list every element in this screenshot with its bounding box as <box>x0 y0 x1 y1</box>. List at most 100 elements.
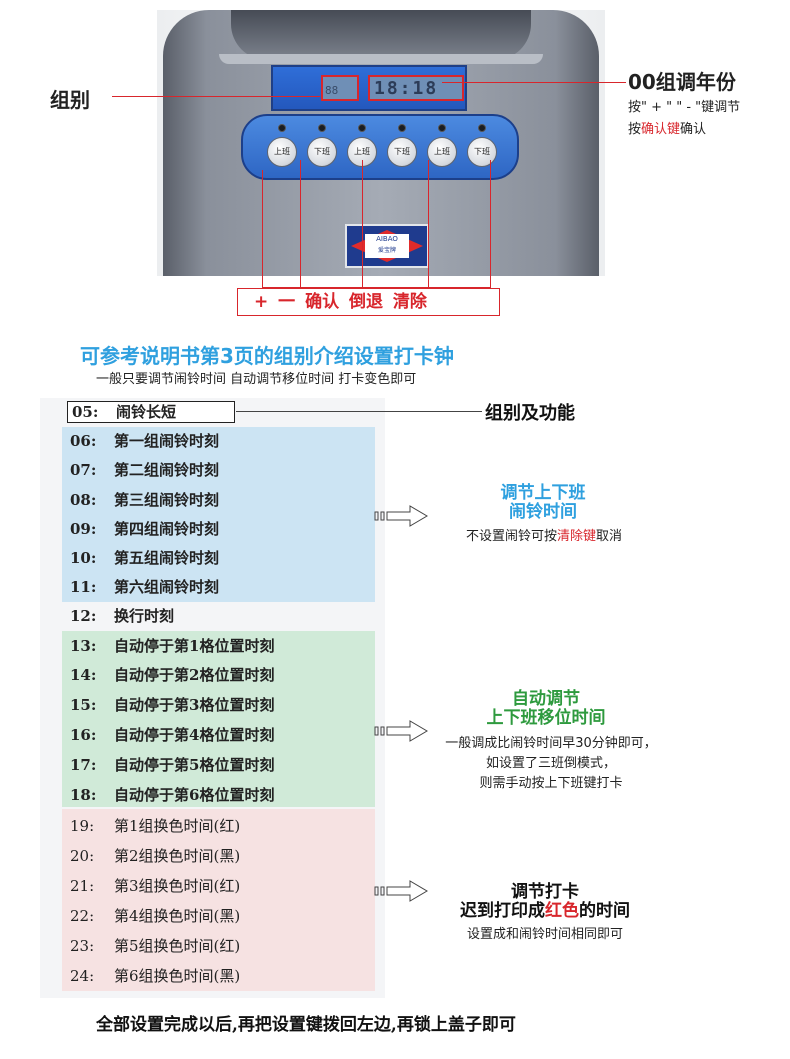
row-number: 08: <box>70 491 97 509</box>
table-row: 17:自动停于第5格位置时刻 <box>70 751 274 779</box>
row-text: 第6组换色时间(黑) <box>114 967 241 985</box>
color-note-title-line: 迟到打印成 <box>460 901 545 921</box>
row-text: 换行时刻 <box>114 607 175 625</box>
group-label: 组别 <box>50 88 90 112</box>
operation-pointer-line <box>262 170 263 288</box>
table-row: 23:第5组换色时间(红) <box>70 932 240 960</box>
row-number: 15: <box>70 696 97 714</box>
keypad: 上班 下班 上班 下班 上班 下班 <box>241 114 519 180</box>
table-row: 22:第4组换色时间(黑) <box>70 902 240 930</box>
key-clock-out-2[interactable]: 下班 <box>387 137 417 167</box>
lcd-panel: 88 18:18 <box>271 65 467 111</box>
key-clock-out-1[interactable]: 下班 <box>307 137 337 167</box>
led-indicator <box>438 124 446 132</box>
row-number: 18: <box>70 786 97 804</box>
alarm-note-title: 调节上下班 闹铃时间 <box>460 484 626 522</box>
table-row-header: 05: 闹铃长短 <box>67 401 235 423</box>
color-group-band <box>62 809 375 991</box>
row-text: 第3组换色时间(红) <box>114 877 241 895</box>
logo-latin: AIBAO <box>376 235 398 243</box>
row-text: 自动停于第2格位置时刻 <box>114 666 275 684</box>
shift-note-line: 一般调成比闹铃时间早30分钟即可， <box>445 736 657 751</box>
key-clock-in-1[interactable]: 上班 <box>267 137 297 167</box>
row-text: 闹铃长短 <box>116 403 177 421</box>
shift-note-title-line: 自动调节 <box>512 689 580 709</box>
row-number: 14: <box>70 666 97 684</box>
page-subline: 一般只要调节闹铃时间 自动调节移位时间 打卡变色即可 <box>96 372 417 387</box>
row-text: 第1组换色时间(红) <box>114 817 241 835</box>
color-note-body: 设置成和闹铃时间相同即可 <box>466 927 623 942</box>
led-indicator <box>278 124 286 132</box>
row-number: 21: <box>70 877 95 895</box>
row-text: 自动停于第1格位置时刻 <box>114 637 275 655</box>
footer-instruction: 全部设置完成以后,再把设置键拨回左边,再锁上盖子即可 <box>96 1015 516 1035</box>
row-text: 第4组换色时间(黑) <box>114 907 241 925</box>
key-group-5: 上班 <box>427 124 457 167</box>
year-pointer-line <box>442 82 626 83</box>
table-row: 19: 第1组换色时间(红) <box>70 812 240 840</box>
key-group-6: 下班 <box>467 124 497 167</box>
table-row: 21: 第3组换色时间(红) <box>70 872 240 900</box>
year-note-text: 按 <box>628 122 642 137</box>
row-text: 第四组闹铃时刻 <box>114 520 220 538</box>
row-text: 第二组闹铃时刻 <box>114 461 220 479</box>
table-row: 14: 自动停于第2格位置时刻 <box>70 661 274 689</box>
shift-note-body: 一般调成比闹铃时间早30分钟即可， 如设置了三班倒模式， 则需手动按上下班键打卡 <box>420 734 682 794</box>
shift-note-line: 如设置了三班倒模式， <box>485 756 616 771</box>
shift-note-line: 则需手动按上下班键打卡 <box>479 776 623 791</box>
key-clock-in-3[interactable]: 上班 <box>427 137 457 167</box>
row-number: 05: <box>72 403 99 421</box>
color-note-title-line: 的时间 <box>579 901 630 921</box>
color-note-title: 调节打卡 迟到打印成红色的时间 <box>420 883 670 921</box>
table-row: 18:自动停于第6格位置时刻 <box>70 781 274 809</box>
operation-pointer-line <box>300 160 301 288</box>
row-text: 第三组闹铃时刻 <box>114 491 220 509</box>
key-clock-out-3[interactable]: 下班 <box>467 137 497 167</box>
row-text: 第5组换色时间(红) <box>114 937 241 955</box>
table-row: 15:自动停于第3格位置时刻 <box>70 691 274 719</box>
row-text: 第六组闹铃时刻 <box>114 578 220 596</box>
function-label: 组别及功能 <box>485 403 575 424</box>
row-number: 09: <box>70 520 97 538</box>
key-group-1: 上班 <box>267 124 297 167</box>
alarm-note-text: 不设置闹铃可按 <box>465 529 557 544</box>
led-indicator <box>398 124 406 132</box>
color-note-title-line: 调节打卡 <box>511 882 579 902</box>
device-photo: 88 18:18 上班 下班 上班 下班 上班 <box>157 10 605 276</box>
group-pointer-line <box>112 96 320 97</box>
operation-pointer-line <box>428 160 429 288</box>
operation-pointer-bar <box>262 287 490 288</box>
row-text: 第2组换色时间(黑) <box>114 847 241 865</box>
row-number: 19: <box>70 817 95 835</box>
function-pointer-line <box>236 411 482 412</box>
row-text: 第五组闹铃时刻 <box>114 549 220 567</box>
card-slot-lip <box>219 54 543 64</box>
table-row: 10:第五组闹铃时刻 <box>70 544 219 572</box>
alarm-group-band <box>62 427 375 602</box>
year-note-red: 确认键 <box>641 122 681 137</box>
logo-text: AIBAO 爱宝牌 <box>365 234 409 258</box>
year-note-text: 确认 <box>680 122 707 137</box>
operation-pointer-line <box>362 160 363 288</box>
table-row: 11:第六组闹铃时刻 <box>70 573 219 601</box>
page-headline: 可参考说明书第3页的组别介绍设置打卡钟 <box>80 344 454 368</box>
shift-note-title-line: 上下班移位时间 <box>486 708 606 728</box>
table-row: 08: 第三组闹铃时刻 <box>70 486 219 514</box>
row-number: 13: <box>70 637 97 655</box>
table-row: 07:第二组闹铃时刻 <box>70 456 219 484</box>
arrow-right-icon <box>374 505 428 527</box>
led-indicator <box>478 124 486 132</box>
row-text: 自动停于第4格位置时刻 <box>114 726 275 744</box>
row-number: 24: <box>70 967 95 985</box>
table-row: 06:第一组闹铃时刻 <box>70 427 219 455</box>
row-number: 17: <box>70 756 97 774</box>
operation-keys-label: + 一 确认 倒退 清除 <box>237 288 500 316</box>
year-note-adjust: 按" + " " - "键调节 <box>628 100 741 115</box>
row-number: 20: <box>70 847 95 865</box>
year-title: 00组调年份 <box>628 70 736 94</box>
led-indicator <box>358 124 366 132</box>
operation-pointer-line <box>490 160 491 288</box>
lcd-group-display: 88 <box>321 75 359 101</box>
table-row: 12:换行时刻 <box>70 602 174 630</box>
arrow-right-icon <box>374 880 428 902</box>
